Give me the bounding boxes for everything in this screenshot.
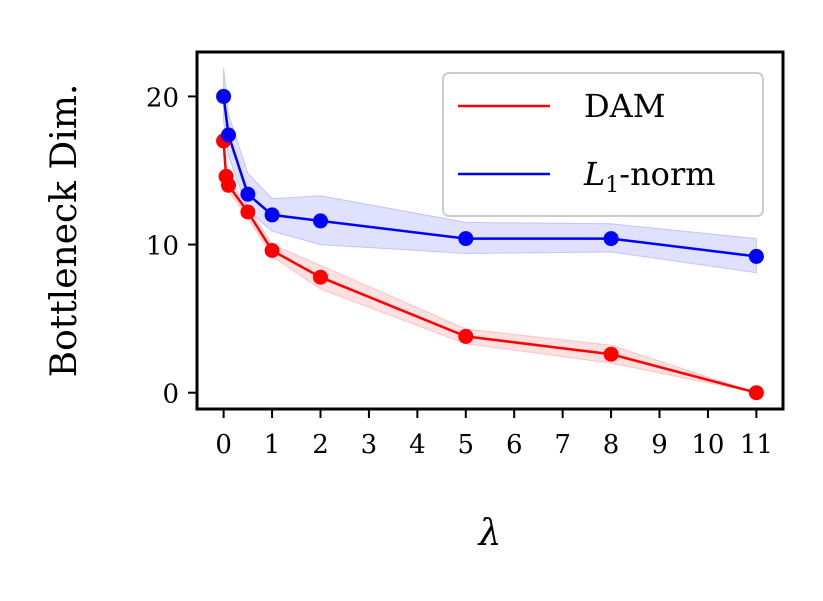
legend-label-l1-prefix: L	[583, 155, 605, 193]
point-dam	[221, 177, 236, 193]
x-tick-label: 10	[691, 430, 724, 460]
x-tick-label: 11	[740, 430, 773, 460]
y-tick-label: 20	[146, 83, 179, 113]
point-l1-norm	[221, 127, 236, 143]
point-dam	[313, 269, 328, 285]
x-tick-label: 4	[409, 430, 426, 460]
x-axis-label: λ	[477, 513, 502, 554]
y-axis-label: Bottleneck Dim.	[44, 84, 85, 378]
point-l1-norm	[240, 186, 256, 202]
point-dam	[458, 328, 474, 344]
x-tick-label: 6	[506, 430, 523, 460]
y-tick-label: 10	[146, 232, 179, 262]
series-points	[216, 88, 764, 401]
point-dam	[748, 385, 764, 401]
x-tick-label: 5	[458, 430, 475, 460]
legend-label-l1-norm: L1-norm	[583, 155, 716, 198]
legend-label-l1-subscript: 1	[605, 173, 619, 198]
plot-frame	[195, 50, 785, 411]
legend-label-dam: DAM	[584, 87, 666, 125]
x-tick-label: 3	[361, 430, 378, 460]
x-tick-label: 9	[651, 430, 668, 460]
point-l1-norm	[603, 231, 619, 247]
x-tick-label: 2	[312, 430, 329, 460]
x-tick-label: 7	[554, 430, 571, 460]
line-l1-norm	[222, 96, 757, 258]
x-axis-ticks: 0 1 2 3 4 5 6 7 8 9 10 11	[215, 409, 773, 460]
point-l1-norm	[458, 231, 474, 247]
legend: DAM L1-norm	[442, 72, 764, 217]
point-dam	[264, 243, 280, 258]
y-tick-label: 0	[162, 380, 179, 410]
point-l1-norm	[748, 248, 764, 264]
x-tick-label: 8	[603, 430, 620, 460]
point-l1-norm	[216, 88, 232, 104]
point-l1-norm	[264, 207, 280, 223]
x-tick-label: 0	[215, 430, 232, 460]
point-dam	[603, 346, 619, 362]
legend-box	[442, 72, 764, 217]
point-l1-norm	[313, 213, 328, 229]
x-tick-label: 1	[264, 430, 281, 460]
y-axis-ticks: 0 10 20	[146, 83, 197, 410]
legend-label-l1-suffix: -norm	[619, 155, 715, 193]
point-dam	[240, 204, 256, 220]
